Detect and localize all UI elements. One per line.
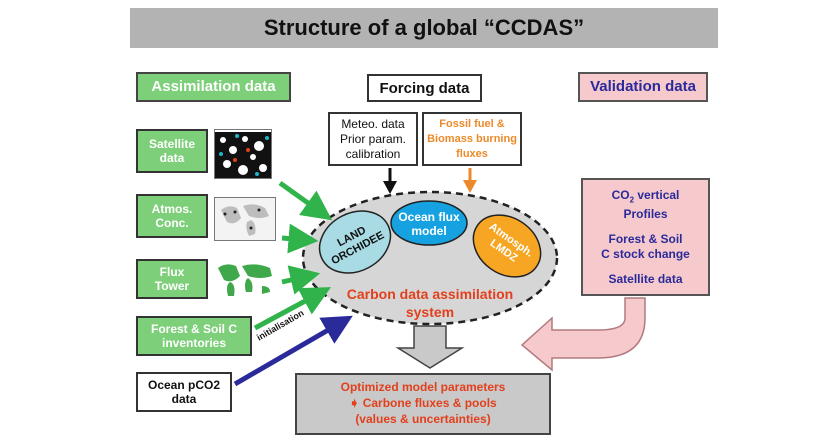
flux-tower-box: Flux Tower (136, 259, 208, 299)
satellite-data-box: Satellite data (136, 129, 208, 173)
validation-items-box: CO2 vertical Profiles Forest & Soil C st… (581, 178, 710, 296)
satellite-arrow (278, 180, 333, 221)
output-down-arrow (395, 325, 465, 369)
atmos-label-1: Atmos. (151, 202, 193, 216)
fossil-down-arrow (463, 168, 477, 193)
forest-arrow (253, 287, 332, 331)
result-line-2-wrapper: ➧ Carbone fluxes & pools (297, 395, 549, 411)
ocean-flux-model-label: Ocean flux model (396, 210, 462, 238)
atmos-arrow (281, 223, 319, 254)
flux-map-thumbnail (214, 260, 276, 300)
co2-suffix: vertical (634, 188, 680, 202)
validation-return-arrow (520, 297, 646, 372)
forest-stock-label-2: C stock change (601, 247, 690, 262)
carbon-system-label: Carbon data assimilation system (335, 285, 525, 321)
result-line-1: Optimized model parameters (340, 380, 506, 394)
atmos-map-image (215, 198, 275, 240)
flux-arrow (281, 265, 321, 295)
forest-soil-inventories-box: Forest & Soil C inventories (136, 316, 252, 356)
diagram-title: Structure of a global “CCDAS” (130, 8, 718, 48)
ocean-label-1: Ocean flux (398, 210, 460, 224)
co2-vertical-line: CO2 vertical (583, 188, 708, 207)
satellite-map-image (215, 130, 271, 178)
atmos-conc-box: Atmos. Conc. (136, 194, 208, 238)
meteo-prior-box: Meteo. data Prior param. calibration (328, 112, 418, 166)
ocean-flux-model-ellipse (390, 200, 468, 246)
meteo-down-arrow (383, 168, 397, 194)
optimized-results-box: Optimized model parameters ➧ Carbone flu… (295, 373, 551, 435)
flux-label-2: Tower (154, 279, 190, 293)
result-line-2: Carbone fluxes & pools (362, 396, 497, 410)
forest-label-1: Forest & Soil C (150, 322, 237, 336)
meteo-label-2: Prior param. (339, 131, 407, 146)
co2-subscript: 2 (629, 195, 635, 205)
flux-label-1: Flux (159, 265, 185, 279)
validation-satellite-label: Satellite data (608, 272, 683, 287)
system-label-1: Carbon data assimilation (346, 286, 514, 302)
ocean-label-2: model (411, 224, 447, 238)
satellite-label-1: Satellite (148, 137, 196, 151)
atmos-label-2: Conc. (155, 216, 189, 230)
atmos-map-thumbnail (214, 197, 276, 241)
forest-stock-label-1: Forest & Soil (608, 232, 683, 247)
satellite-label-2: data (159, 151, 185, 165)
land-orchidee-ellipse (318, 210, 392, 274)
assimilation-data-header: Assimilation data (136, 72, 291, 102)
profiles-label: Profiles (623, 207, 668, 222)
validation-data-header: Validation data (578, 72, 708, 102)
ocean-pco2-label-2: data (171, 392, 197, 406)
fossil-biomass-box: Fossil fuel & Biomass burning fluxes (422, 112, 522, 166)
result-arrow-icon: ➧ (349, 396, 360, 410)
ocean-pco2-arrow (233, 315, 353, 387)
co2-prefix: CO (611, 188, 630, 202)
fossil-label-3: fluxes (456, 147, 488, 160)
fossil-label-1: Fossil fuel & (439, 117, 505, 130)
ocean-pco2-label-1: Ocean pCO2 (147, 378, 221, 392)
atmosph-lmdz-ellipse (472, 214, 542, 278)
forcing-data-header: Forcing data (367, 74, 482, 102)
flux-map-image (214, 260, 276, 300)
fossil-label-2: Biomass burning (427, 132, 517, 145)
meteo-label-3: calibration (345, 146, 401, 161)
satellite-map-thumbnail (214, 129, 272, 179)
meteo-label-1: Meteo. data (341, 116, 405, 131)
result-line-3: (values & uncertainties) (355, 412, 491, 426)
system-label-2: system (405, 304, 455, 320)
forest-label-2: inventories (161, 336, 227, 350)
ocean-pco2-box: Ocean pCO2 data (136, 372, 232, 412)
